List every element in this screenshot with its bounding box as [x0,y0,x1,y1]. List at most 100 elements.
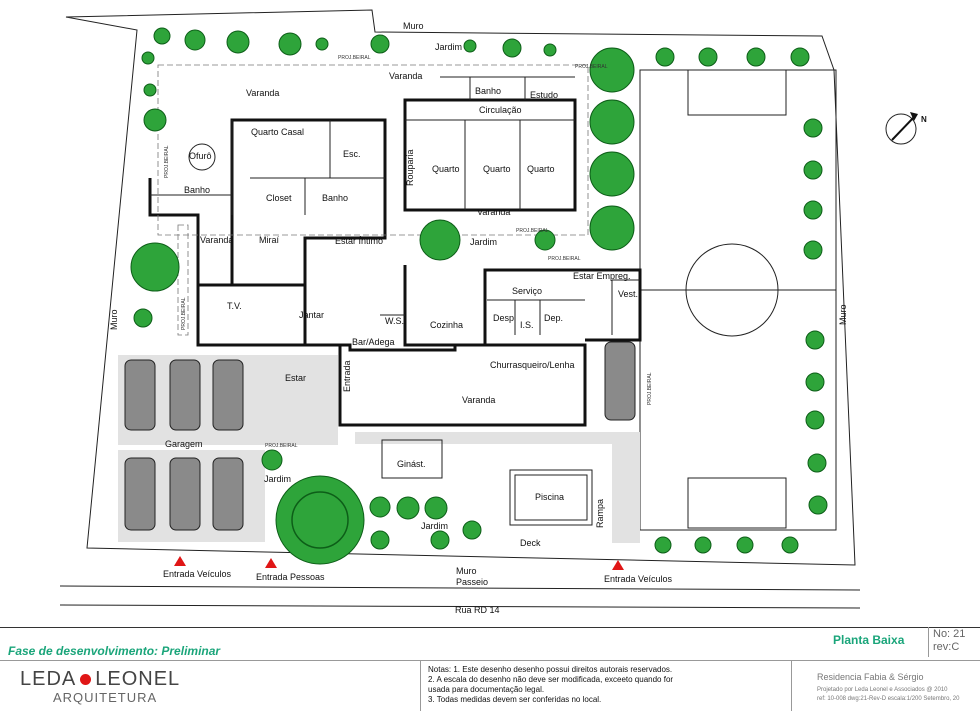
tree [396,496,420,520]
tree [655,47,675,67]
tree [369,496,391,518]
trees [130,27,828,565]
tree-canopy-ring [291,491,349,549]
room-is: I.S. [520,320,534,330]
room-varanda-entry: Varanda [389,71,422,81]
muro-top-label: Muro [403,21,424,31]
note-line: usada para documentação legal. [428,685,545,694]
street-label: Rua RD 14 [455,605,500,615]
tree [790,47,810,67]
room-quarto-3: Quarto [527,164,555,174]
tree [543,43,557,57]
tree [370,530,390,550]
entrance-pedestrians-label: Entrada Pessoas [256,572,325,582]
tree [698,47,718,67]
proj-beiral-right-2: PROJ.BEIRAL [647,372,653,405]
room-quarto-2: Quarto [483,164,511,174]
tree [133,308,153,328]
tree [130,242,180,292]
room-dep: Dep. [544,313,563,323]
pool [509,469,593,526]
proj-beiral-garage: PROJ.BEIRAL [265,443,298,449]
tree [424,496,448,520]
room-mirai: Miraí [259,235,279,245]
notes: Notas: 1. Este desenho desenho possui di… [428,665,788,705]
car [169,457,201,531]
proj-beiral-left-1: PROJ.BEIRAL [164,145,170,178]
sheet-number: No: 21 [933,628,966,640]
room-deck: Deck [520,538,541,548]
inner-wall-1 [150,120,385,215]
room-estar-empreg: Estar Empreg. [573,271,631,281]
title-divider [0,660,980,661]
note-line: 2. A escala do desenho não deve ser modi… [428,675,674,684]
jardim-top-label: Jardim [435,42,462,52]
room-desp: Desp [493,313,514,323]
room-varanda-top: Varanda [246,88,279,98]
room-estudo: Estudo [530,90,558,100]
car [604,341,636,421]
proj-beiral-right: PROJ.BEIRAL [575,64,608,70]
revision: rev:C [933,641,960,653]
notes-box [420,660,792,711]
logo-subtitle: ARQUITETURA [53,690,158,705]
car [169,359,201,431]
room-ginast: Ginást. [397,459,426,469]
tree [805,410,825,430]
tree [261,449,283,471]
muro-right-label: Muro [838,304,848,325]
tree [143,108,167,132]
gym [381,439,443,479]
tree [781,536,799,554]
car [212,359,244,431]
phase-label: Fase de desenvolvimento: Preliminar [8,644,221,658]
note-line: Notas: 1. Este desenho desenho possui di… [428,665,673,674]
room-jardim-front: Jardim [264,474,291,484]
north-arrow: N [885,112,927,145]
tree [807,453,827,473]
tree [463,39,477,53]
tree [589,205,635,251]
street-curb [59,585,861,591]
tree [370,34,390,54]
room-vest: Vest. [618,289,638,299]
passeio-label: Passeio [456,577,488,587]
room-tv: T.V. [227,301,242,311]
room-closet: Closet [266,193,292,203]
kids-wing-wall [403,98,577,212]
tree [694,536,712,554]
client-name: Residencia Fabia & Sérgio [817,672,924,682]
inner-wall-2 [405,76,575,210]
car [124,457,156,531]
room-quarto-1: Quarto [432,164,460,174]
drawing-reference: ref: 10-008 dwg:21-Rev-D escala:1/200 Se… [817,696,960,702]
tree [462,520,482,540]
room-quarto-casal: Quarto Casal [251,127,304,137]
room-garagem: Garagem [165,439,203,449]
street-edge [59,604,861,609]
tree [803,160,823,180]
room-churrasqueira: Churrasqueiro/Lenha [490,360,575,370]
room-banho-top: Banho [475,86,501,96]
tree [746,47,766,67]
logo-left: LEDA [20,668,77,690]
room-rampa: Rampa [595,499,605,528]
tree [534,229,556,251]
roof-projection-left [177,224,189,336]
tree [226,30,250,54]
tree [419,219,461,261]
car [124,359,156,431]
room-ofuro: Ofurô [189,151,212,161]
north-label: N [921,115,927,124]
tree [278,32,302,56]
tree [502,38,522,58]
tree [141,51,155,65]
room-cozinha: Cozinha [430,320,463,330]
tree [275,475,365,565]
muro-left-label: Muro [109,309,119,330]
room-ws: W.S. [385,316,404,326]
living-wall [198,283,307,345]
sheet-number-box: No: 21 rev:C [928,627,978,657]
proj-beiral-left-2: PROJ.BEIRAL [181,297,187,330]
